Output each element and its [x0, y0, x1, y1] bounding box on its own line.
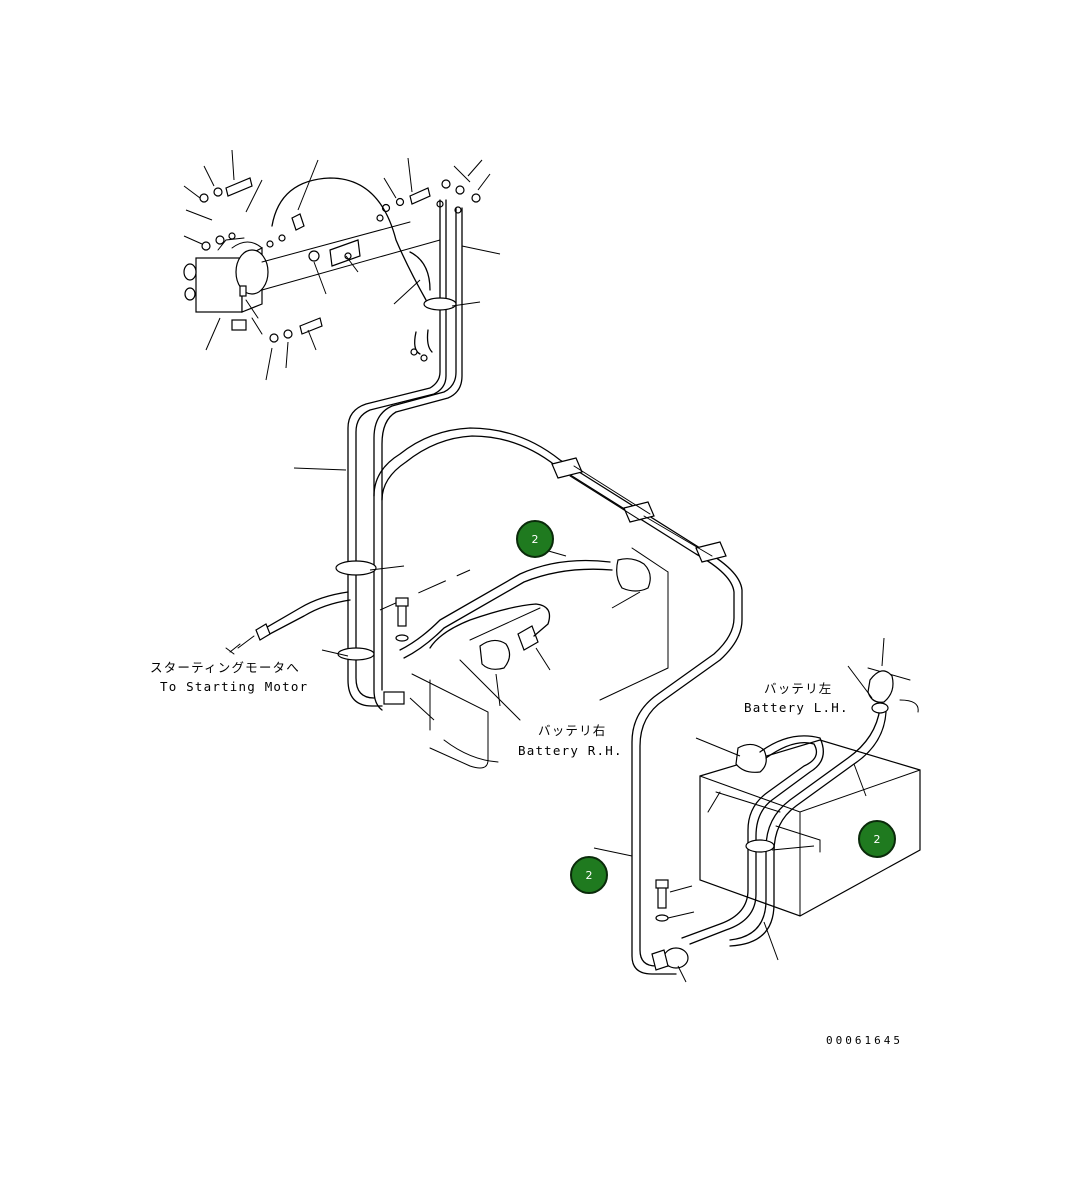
- main-harness: [225, 199, 463, 711]
- battery-relay-assembly: [183, 177, 481, 362]
- battery-lh: [655, 667, 921, 947]
- battery-rh-label-jp: バッテリ右: [538, 723, 607, 738]
- battery-lh-label-jp: バッテリ左: [764, 681, 833, 696]
- starting-motor-label-jp: スターティングモータへ: [150, 660, 300, 675]
- relay-loop-wire: [271, 177, 427, 301]
- leader-lines: [183, 149, 885, 983]
- part-callout-2-battery-rh-cable[interactable]: 2: [516, 520, 554, 558]
- battery-lh-label-en: Battery L.H.: [744, 700, 849, 715]
- starting-motor-label-en: To Starting Motor: [160, 679, 309, 694]
- part-callout-2-lh-cable[interactable]: 2: [570, 856, 608, 894]
- battery-lh-cable: [373, 427, 743, 975]
- battery-rh-label-en: Battery R.H.: [518, 743, 623, 758]
- battery-rh: [379, 547, 669, 769]
- part-callout-2-battery-lh-cable[interactable]: 2: [858, 820, 896, 858]
- drawing-number: 00061645: [826, 1034, 903, 1047]
